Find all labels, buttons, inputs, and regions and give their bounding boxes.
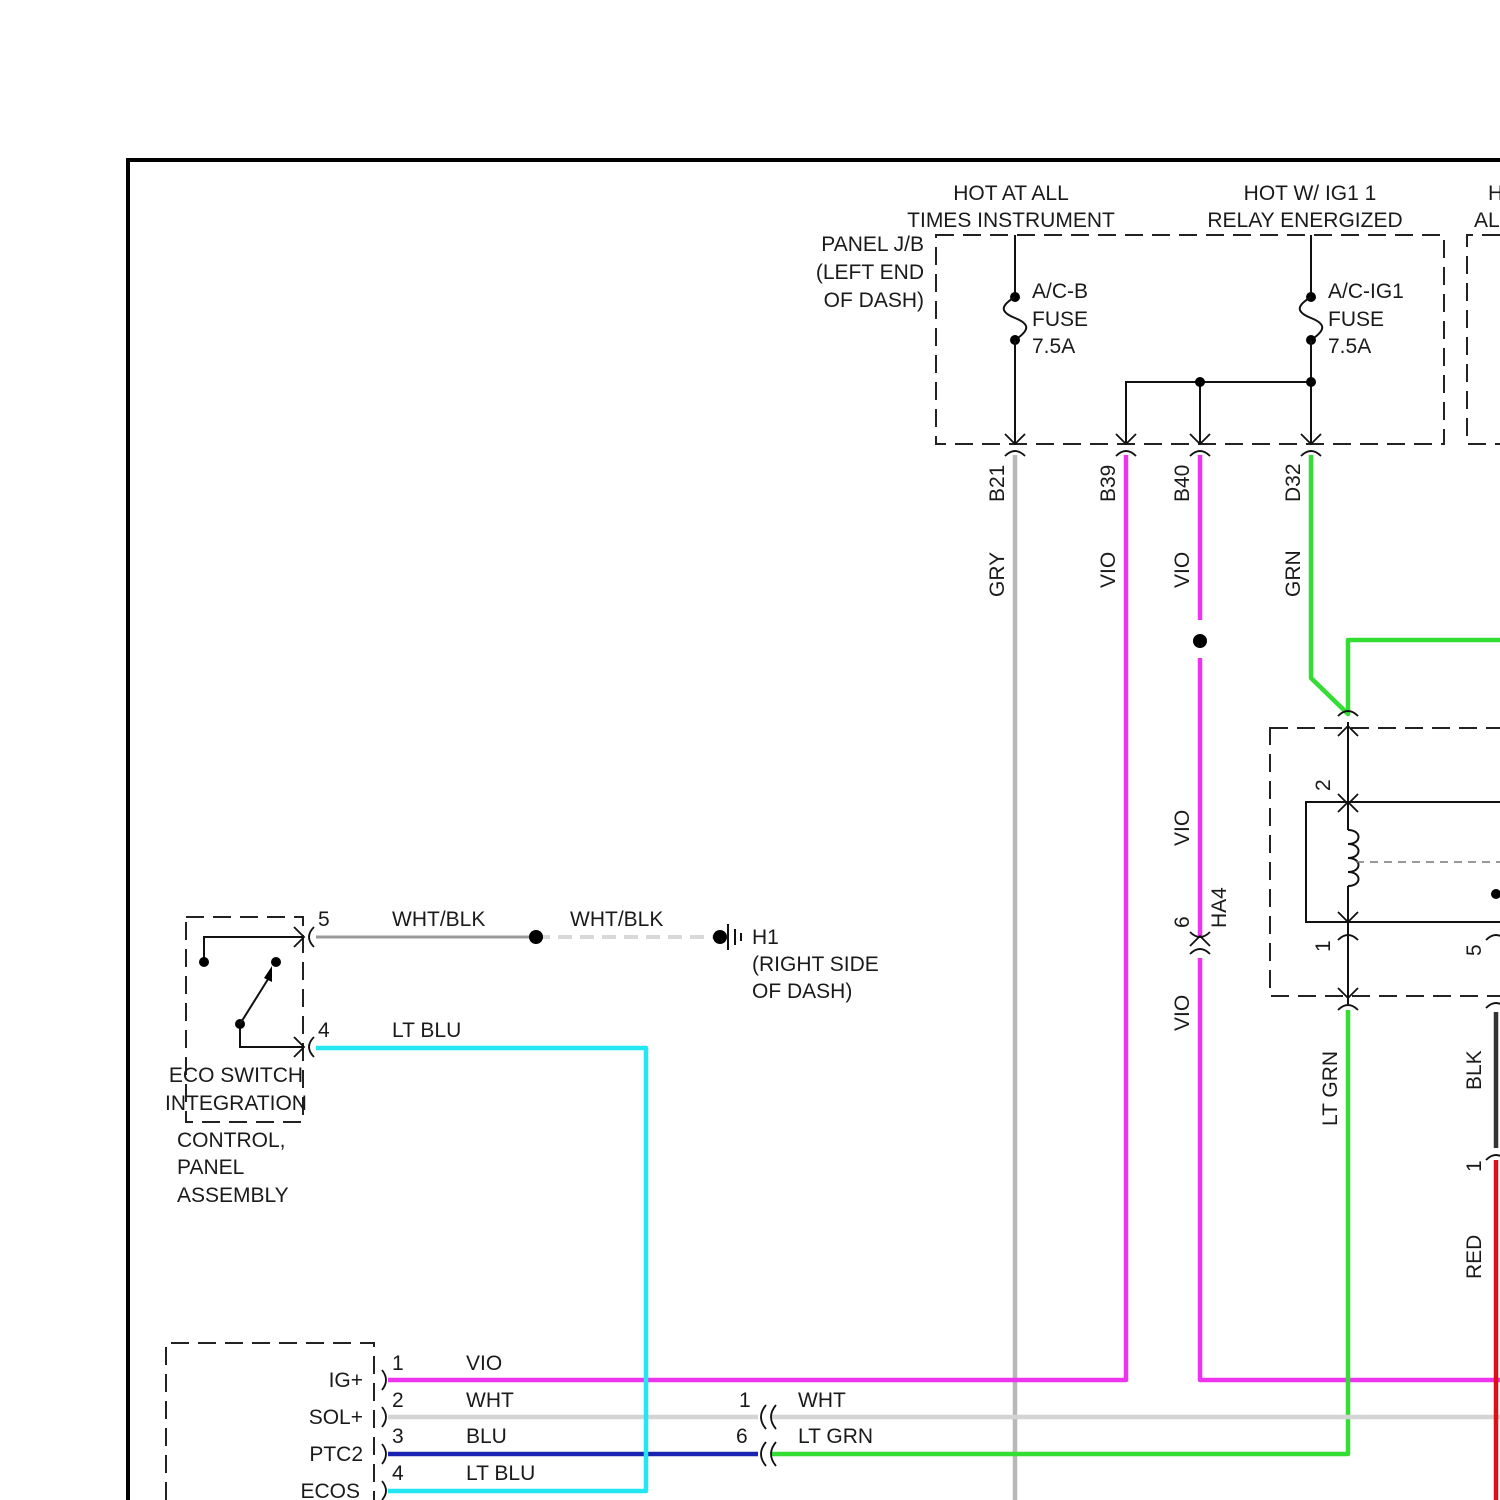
fuse-acb-name: A/C-B [1032, 280, 1088, 303]
label-red: RED [1463, 1235, 1486, 1279]
inline-pin-num-6: 6 [736, 1425, 748, 1448]
fuse-acb-rating: 7.5A [1032, 335, 1075, 358]
fuse-acig1 [1300, 235, 1323, 444]
label-wht-blk-2: WHT/BLK [570, 908, 663, 931]
splice-vio [1193, 634, 1207, 648]
panel-jb-label-3: OF DASH) [824, 289, 924, 312]
relay-pin-1: 1 [1312, 940, 1335, 952]
module-wire-color-1: VIO [466, 1352, 502, 1375]
hot-ig1-line2: RELAY ENERGIZED [1207, 209, 1402, 232]
eco-label-2: INTEGRATION [165, 1092, 307, 1115]
inline-wire-color-1: WHT [798, 1389, 846, 1412]
module-pin-num-4: 4 [392, 1462, 404, 1485]
module-wire-color-4: LT BLU [466, 1462, 535, 1485]
fuse-acig1-name: A/C-IG1 [1328, 280, 1404, 303]
eco-label-4: PANEL [177, 1156, 244, 1179]
connector-ha4-icon [1190, 932, 1210, 954]
wire-grn [1311, 455, 1500, 714]
terminal-b21: B21 [986, 465, 1009, 502]
module-pin-name-2: SOL+ [309, 1406, 363, 1429]
relay-pin-2: 2 [1312, 779, 1335, 791]
module-wire-color-2: WHT [466, 1389, 514, 1412]
next-box-edge [1467, 235, 1500, 444]
eco-switch-icon [199, 927, 314, 1057]
ha4-name: HA4 [1208, 887, 1231, 928]
page-frame [128, 160, 1500, 1500]
eco-label-3: CONTROL, [177, 1129, 286, 1152]
relay-coil [1348, 722, 1500, 1004]
fuse-acb-type: FUSE [1032, 308, 1088, 331]
module-pin-name-1: IG+ [329, 1369, 363, 1392]
label-lt-blu: LT BLU [392, 1019, 461, 1042]
module-pin-connectors [382, 1370, 386, 1500]
label-blk: BLK [1463, 1050, 1486, 1090]
label-grn: GRN [1282, 550, 1305, 597]
inline-wire-color-6: LT GRN [798, 1425, 873, 1448]
cut-header-line1: H [1488, 182, 1500, 205]
relay-pin-5: 5 [1463, 944, 1486, 956]
eco-label-1: ECO SWITCH [169, 1064, 303, 1087]
label-vio-low: VIO [1171, 995, 1194, 1031]
inline-connector-icon [761, 1405, 776, 1466]
terminal-d32: D32 [1282, 463, 1305, 502]
label-vio-b40: VIO [1171, 552, 1194, 588]
hot-ig1-line1: HOT W/ IG1 1 [1244, 182, 1377, 205]
eco-label-5: ASSEMBLY [177, 1184, 289, 1207]
wire-lt-grn [772, 1010, 1348, 1454]
relay-connectors [1338, 711, 1500, 1160]
module-pin-num-2: 2 [392, 1389, 404, 1412]
ground-h1-icon [728, 924, 741, 950]
splice-ground [713, 930, 727, 944]
eco-pin-5: 5 [318, 908, 330, 931]
module-pin-name-4: ECOS [300, 1480, 360, 1500]
label-wht-blk-1: WHT/BLK [392, 908, 485, 931]
module-pin-name-3: PTC2 [309, 1443, 363, 1466]
label-lt-grn: LT GRN [1319, 1051, 1342, 1126]
fuse-acig1-rating: 7.5A [1328, 335, 1371, 358]
label-vio-mid: VIO [1171, 810, 1194, 846]
terminal-b40: B40 [1171, 465, 1194, 502]
internal-bus [1126, 377, 1316, 444]
hot-at-all-line1: HOT AT ALL [953, 182, 1069, 205]
eco-pin-4: 4 [318, 1019, 330, 1042]
panel-jb-label-2: (LEFT END [816, 261, 924, 284]
blk-pin-1: 1 [1463, 1160, 1486, 1172]
terminal-b39: B39 [1097, 465, 1120, 502]
inline-pin-num-1: 1 [739, 1389, 751, 1412]
fuse-acb [1004, 235, 1027, 444]
ground-h1-line2: OF DASH) [752, 980, 852, 1003]
ha4-pin: 6 [1171, 916, 1194, 928]
label-gry: GRY [986, 552, 1009, 597]
splice-wht-blk [529, 930, 543, 944]
cut-header-line2: AL [1474, 209, 1500, 232]
module-wire-color-3: BLU [466, 1425, 507, 1448]
module-pin-num-3: 3 [392, 1425, 404, 1448]
panel-jb-label-1: PANEL J/B [821, 233, 924, 256]
module-pin-num-1: 1 [392, 1352, 404, 1375]
label-vio-b39: VIO [1097, 552, 1120, 588]
hot-at-all-line2: TIMES INSTRUMENT [907, 209, 1115, 232]
ground-h1-line1: (RIGHT SIDE [752, 953, 879, 976]
fuse-acig1-type: FUSE [1328, 308, 1384, 331]
ground-h1-name: H1 [752, 926, 779, 949]
